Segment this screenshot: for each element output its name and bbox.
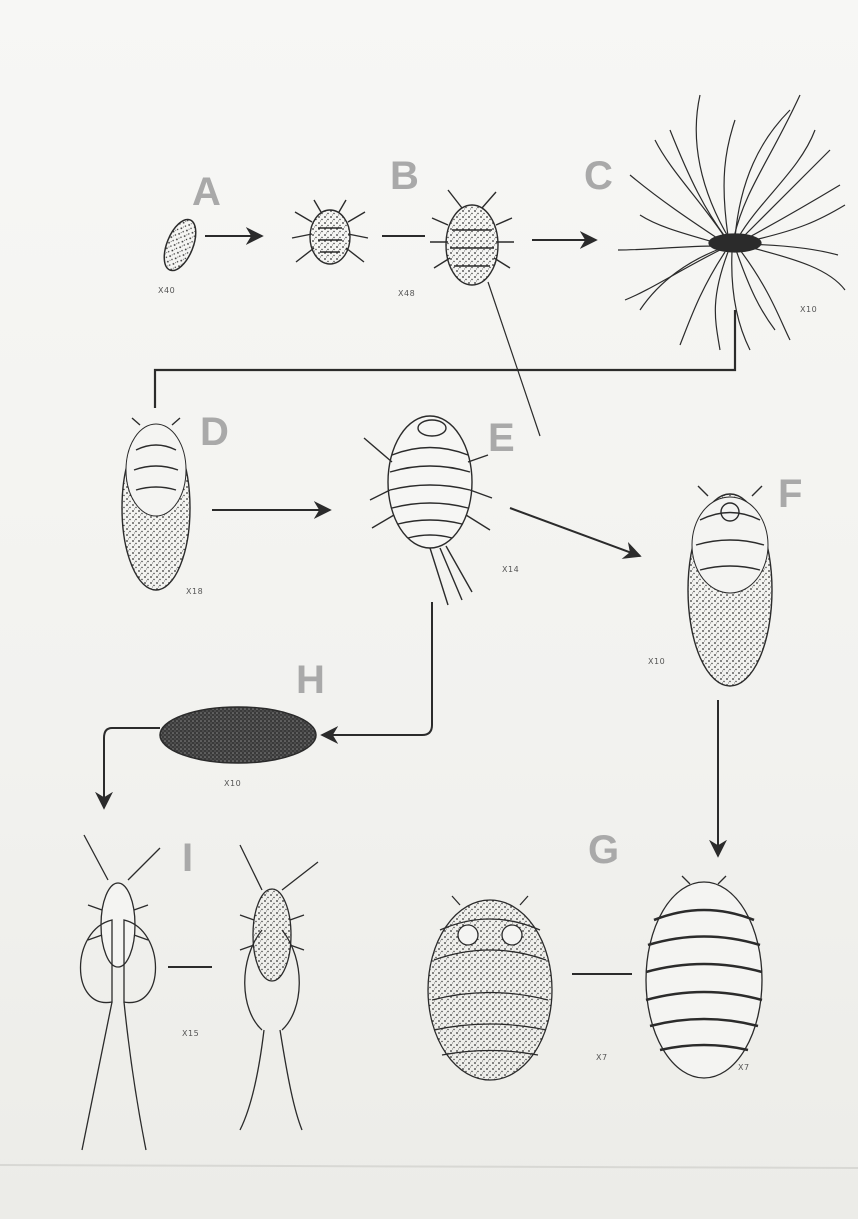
stage-label-d: D <box>200 412 229 452</box>
adult-male-spread-figure <box>81 835 161 1150</box>
magnification-g2: X7 <box>738 1064 750 1072</box>
stage-label-b: B <box>390 156 419 196</box>
nymph-figure <box>364 416 492 605</box>
magnification-a: X40 <box>158 287 175 295</box>
connector-c-d <box>155 310 735 408</box>
pupa-figure <box>688 486 772 686</box>
stage-label-c: C <box>584 156 613 196</box>
magnification-d: X18 <box>186 588 203 596</box>
magnification-g: X7 <box>596 1054 608 1062</box>
egg-figure <box>158 215 202 275</box>
stage-label-i: I <box>182 838 193 878</box>
arrow-h-i <box>104 728 160 808</box>
stage-label-g: G <box>588 830 619 870</box>
adult-male-folded-figure <box>240 845 318 1130</box>
crawler-dorsal-figure <box>292 200 368 264</box>
stage-label-h: H <box>296 660 325 700</box>
adult-female-ventral-figure <box>428 896 552 1080</box>
arrow-e-h <box>322 602 432 735</box>
adult-female-dorsal-figure <box>646 876 762 1078</box>
stage-label-a: A <box>192 172 221 212</box>
magnification-e: X14 <box>502 566 519 574</box>
magnification-f: X10 <box>648 658 665 666</box>
magnification-i: X15 <box>182 1030 199 1038</box>
stage-label-e: E <box>488 418 515 458</box>
magnification-c: X10 <box>800 306 817 314</box>
prepupa-figure <box>122 418 190 590</box>
cocoon-figure <box>160 707 316 763</box>
arrow-e-f <box>510 508 640 556</box>
magnification-h: X10 <box>224 780 241 788</box>
magnification-b: X48 <box>398 290 415 298</box>
stage-label-f: F <box>778 474 802 514</box>
crawler-ventral-figure <box>430 190 540 436</box>
